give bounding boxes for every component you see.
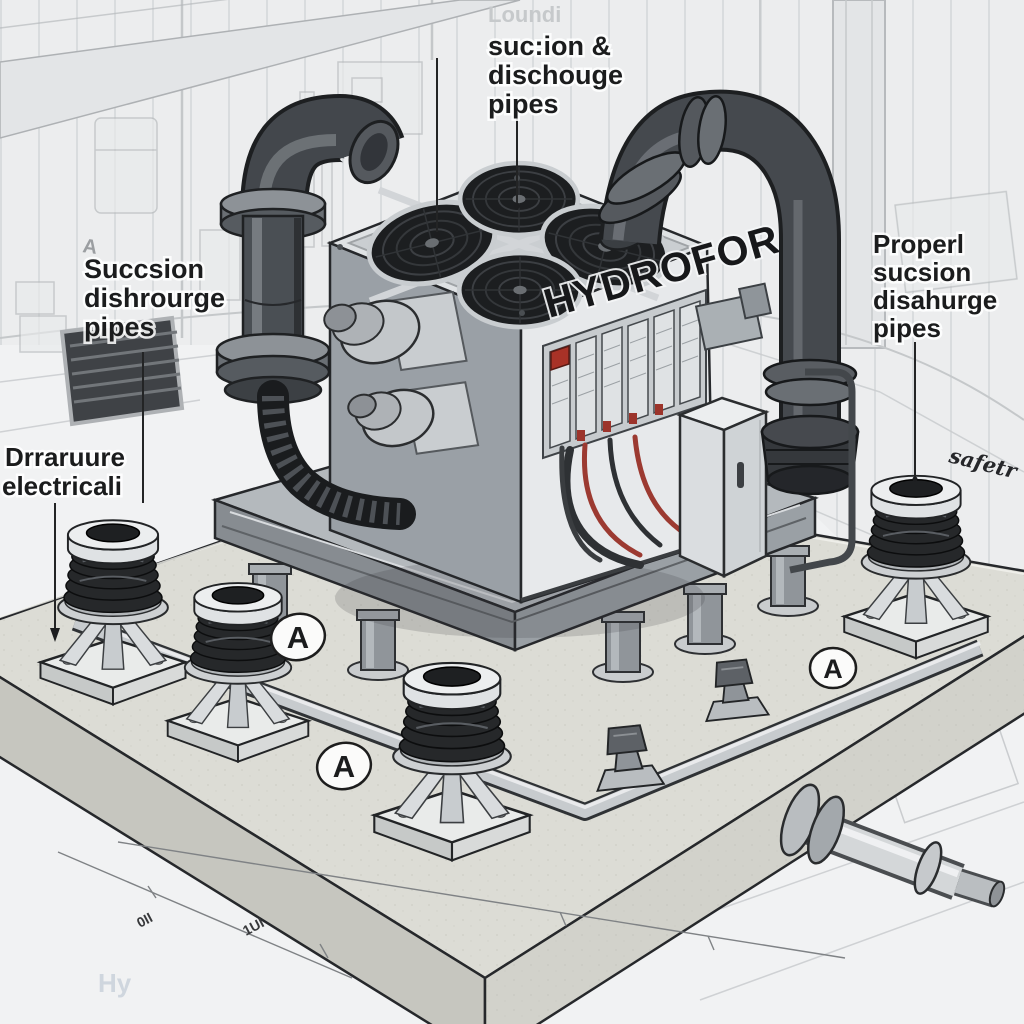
right-pipe-bottom-fitting [760, 414, 860, 496]
svg-text:A: A [333, 749, 355, 784]
label-right-line4: pipes [873, 313, 941, 343]
left-pipe [215, 93, 416, 530]
detail-marker: A [269, 612, 327, 662]
label-right-line3: disahurge [873, 285, 997, 315]
floor-grate [59, 315, 185, 427]
suction-port-upper [323, 290, 468, 372]
terminal-blocks [577, 404, 663, 441]
label-top-faint: Loundi [488, 2, 561, 27]
pencil-mark: A [81, 235, 98, 259]
label-left-line2: dishrourge [84, 283, 225, 313]
right-pipe [598, 89, 860, 574]
floor-pipe [779, 783, 1006, 908]
svg-text:A: A [823, 654, 843, 684]
annotation-labels: Loundi suc:ion & dischouge pipes Succsio… [0, 2, 1021, 998]
label-electrical-line2: electricali [2, 471, 122, 501]
detail-markers: A A A [269, 612, 858, 791]
dim-mark-1: 0II [134, 909, 155, 930]
detail-marker: A [808, 646, 858, 690]
label-top-line3: pipes [488, 89, 559, 119]
detail-marker: A [315, 741, 373, 791]
dimension-sketch: 0II 1UI [57, 841, 846, 979]
label-top-line2: dischouge [488, 60, 623, 90]
watermark-text: Hy [98, 968, 132, 998]
pipe-support-hardware [694, 282, 773, 351]
label-right-line1: Properl [873, 229, 964, 259]
label-right-line2: sucsion [873, 257, 971, 287]
electrical-box [676, 396, 770, 578]
steel-column [832, 0, 886, 349]
suction-port-lower [347, 381, 480, 455]
svg-text:A: A [287, 620, 309, 655]
pad-front-left-face [0, 675, 487, 1024]
label-left-line3: pipes [84, 312, 155, 342]
mezzanine-ledge [0, 0, 521, 139]
red-indicator [550, 344, 570, 372]
conduit-pipe [789, 368, 856, 574]
control-panel [542, 288, 707, 460]
box-handle [737, 462, 744, 488]
panel-wires [559, 434, 683, 569]
label-electrical-line1: Drraruure [5, 442, 125, 472]
leader-lines [50, 58, 918, 642]
label-top-line1: suc:ion & [488, 31, 611, 61]
right-pipe-flange [762, 358, 858, 407]
hydrofor-unit: HYDROFOR [323, 163, 787, 604]
label-left-line1: Succsion [84, 254, 204, 284]
flex-hose [257, 380, 416, 530]
